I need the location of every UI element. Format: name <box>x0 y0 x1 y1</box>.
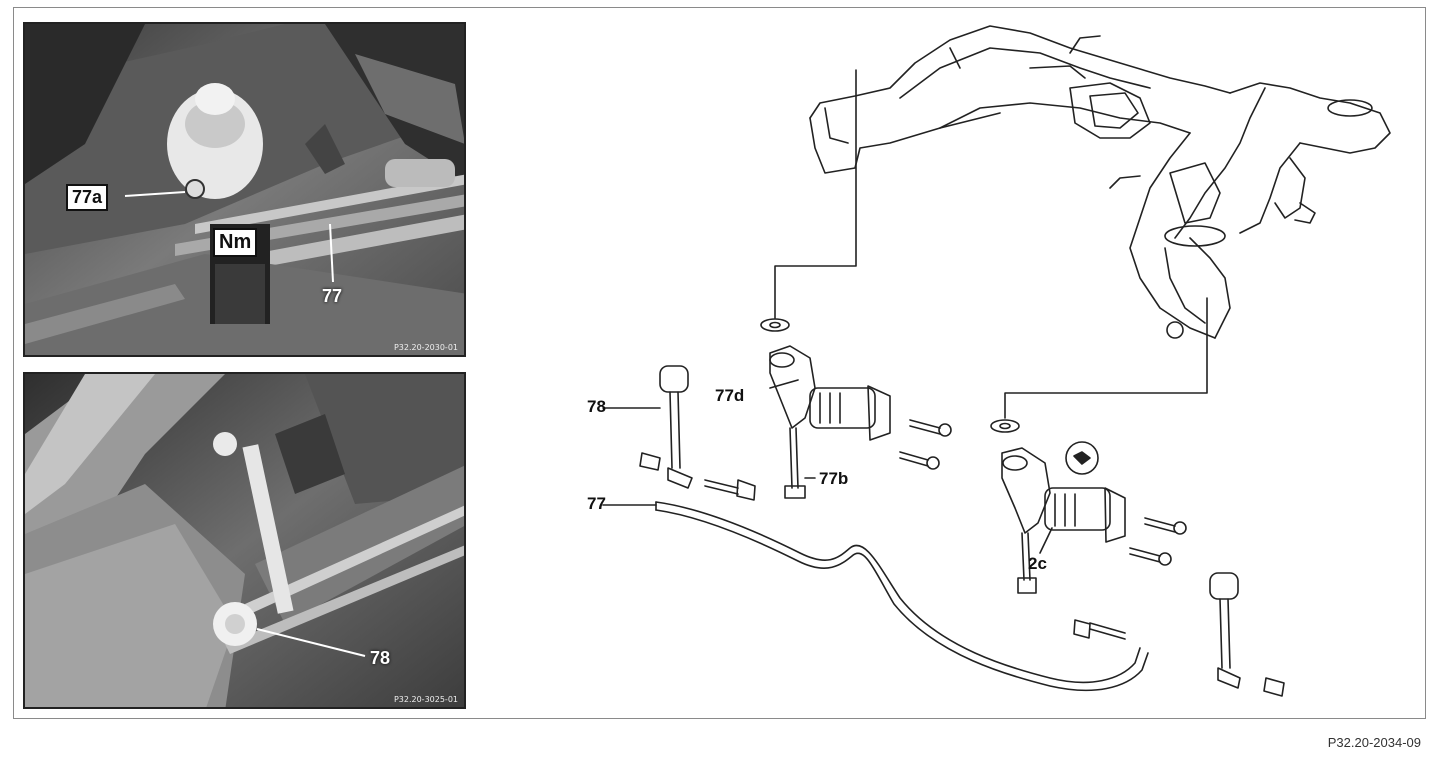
leader-2c <box>1039 527 1053 554</box>
figure-reference: P32.20-2034-09 <box>1327 735 1421 750</box>
photo-code-top: P32.20-2030-01 <box>393 343 458 352</box>
label-77a: 77a <box>66 184 109 211</box>
photo-stabilizer-link: 78 P32.20-3025-01 <box>23 372 466 709</box>
leader-right-mount <box>1004 297 1208 419</box>
diagram-label-78: 78 <box>587 397 606 416</box>
exploded-diagram: 78 77 77d 77b 2c <box>470 8 1425 718</box>
left-bracket-assembly <box>760 318 952 499</box>
leader-left-mount <box>774 69 857 319</box>
leader-77d <box>769 379 799 389</box>
rear-axle-subframe <box>809 25 1391 339</box>
torque-label: Nm <box>213 228 258 257</box>
diagram-drawing <box>602 25 1391 697</box>
photo-stabilizer-link-image <box>25 374 464 707</box>
diagram-label-77d: 77d <box>715 386 745 405</box>
stabilizer-link-left <box>639 365 756 501</box>
label-77: 77 <box>322 286 343 306</box>
stabilizer-link-right <box>1073 572 1285 697</box>
diagram-label-77b: 77b <box>819 469 849 488</box>
photo-stabilizer-mount-image <box>25 24 464 355</box>
label-78-photo: 78 <box>370 648 391 668</box>
photo-stabilizer-mount: 77a Nm 77 P32.20-2030-01 <box>23 22 466 357</box>
stabilizer-bar <box>655 501 1141 684</box>
photo-code-bottom: P32.20-3025-01 <box>393 695 458 704</box>
right-bracket-assembly <box>990 419 1187 594</box>
diagram-label-2c: 2c <box>1028 554 1047 573</box>
diagram-label-77: 77 <box>587 494 606 513</box>
